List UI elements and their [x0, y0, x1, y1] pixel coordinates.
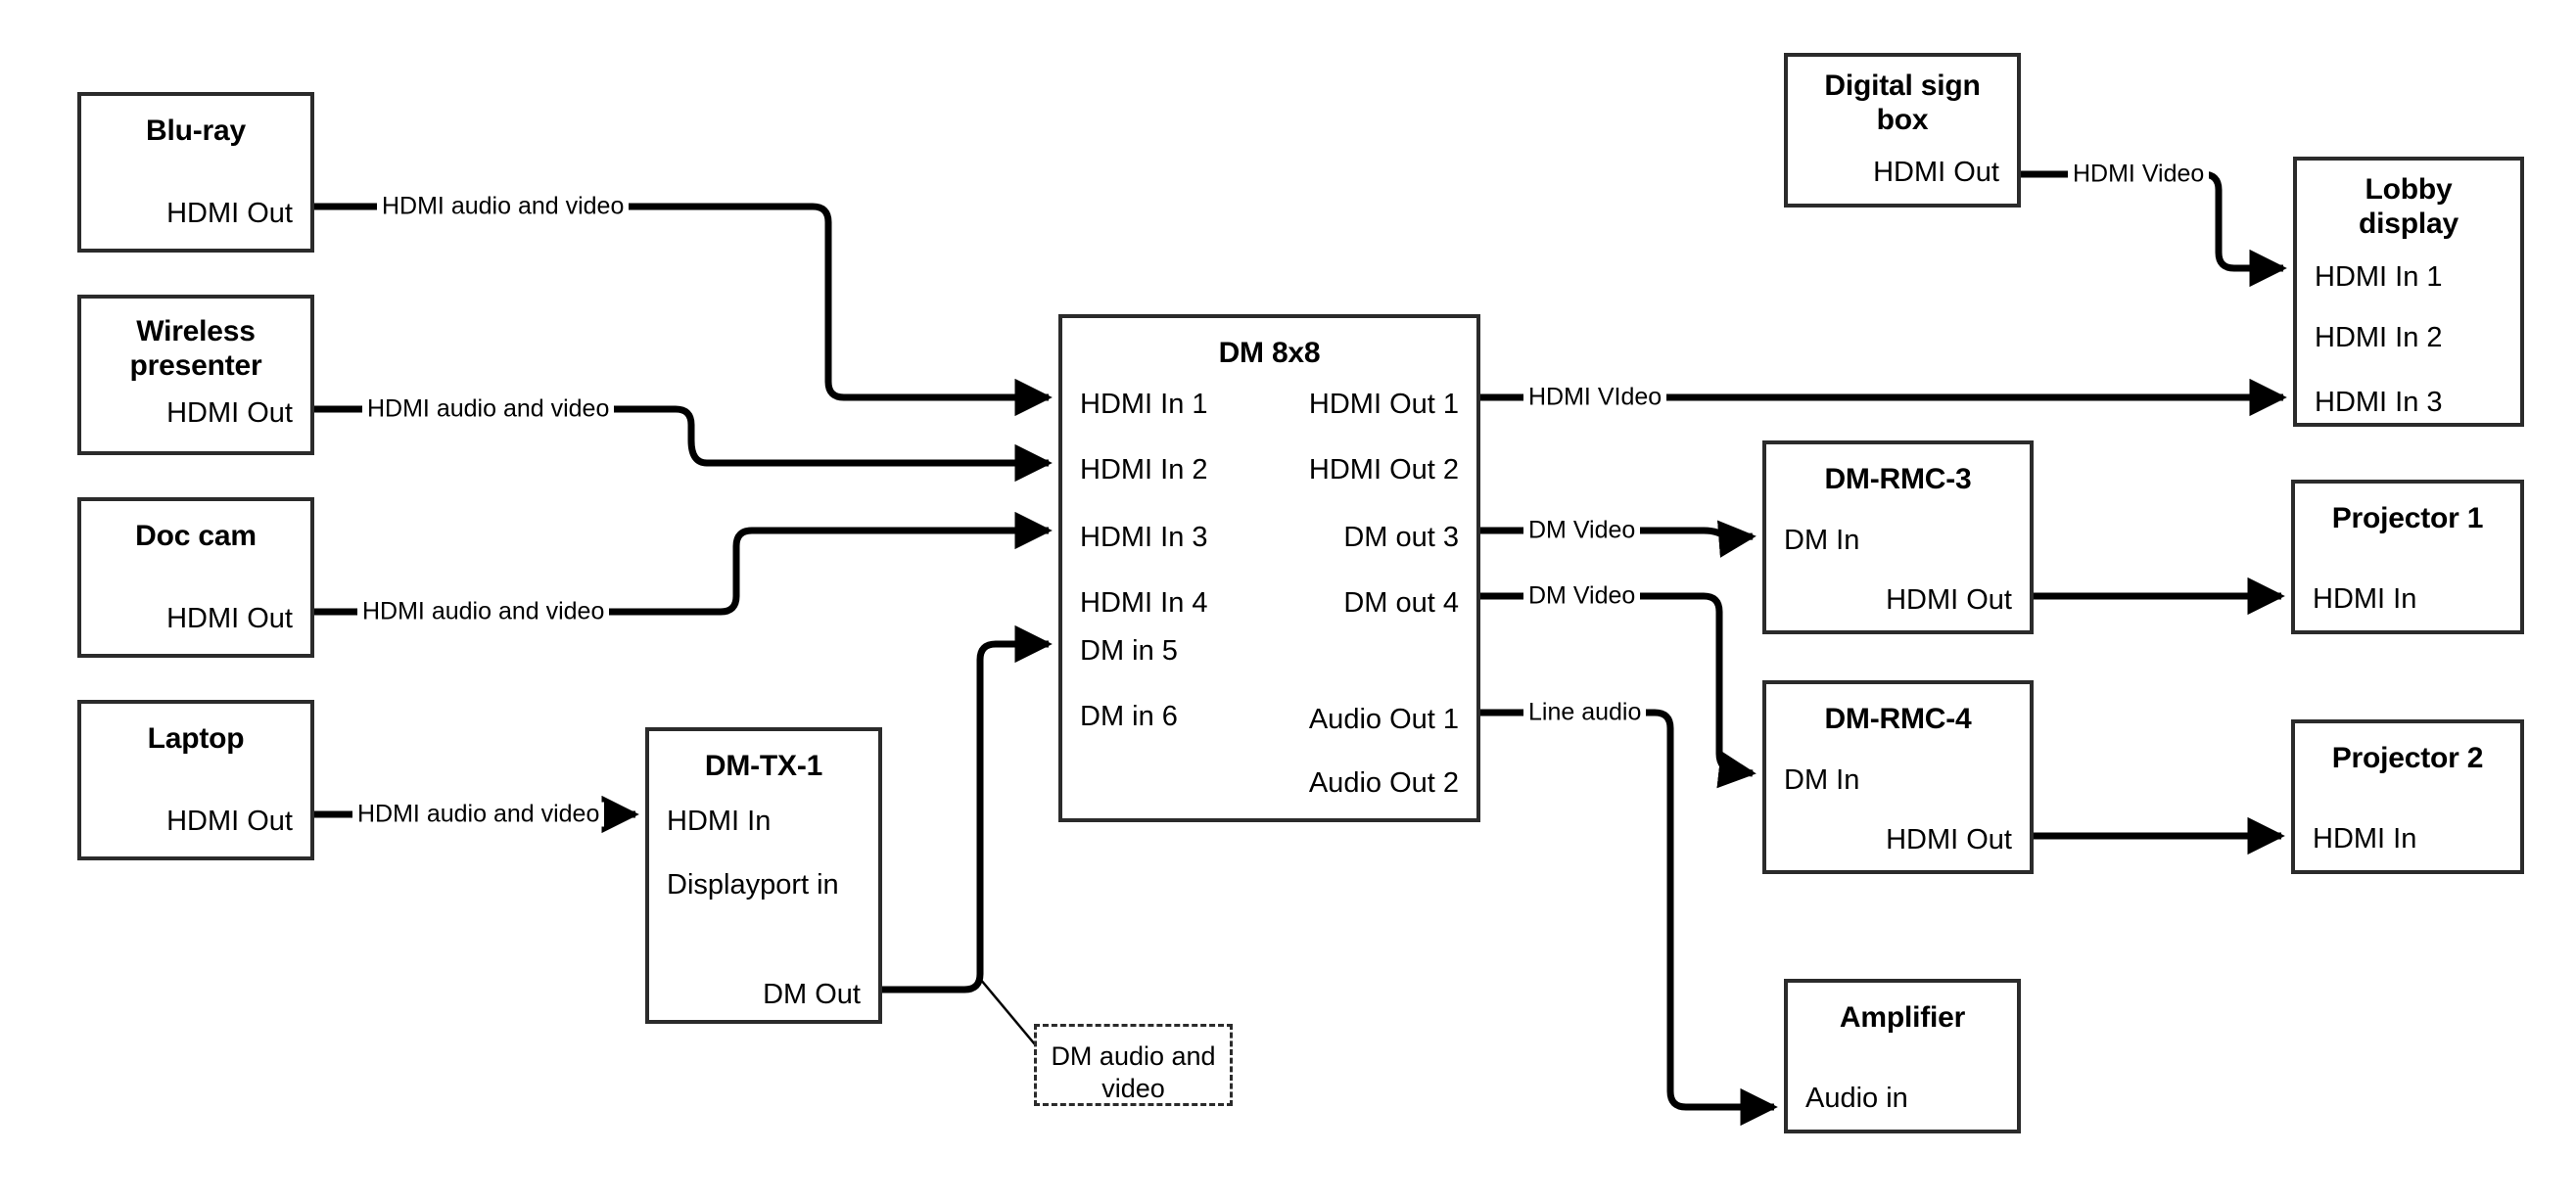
- node-projector-2-port-hdmi-in: HDMI In: [2313, 823, 2417, 855]
- edge-dmtx1-to-dm8x8: [882, 624, 1053, 993]
- node-dm-8x8-port-hdmi-in-3: HDMI In 3: [1080, 522, 1208, 553]
- node-projector-2-title: Projector 2: [2331, 742, 2484, 774]
- node-dm-8x8-port-audio-out-2: Audio Out 2: [1308, 767, 1459, 799]
- node-dm-rmc-4[interactable]: DM-RMC-4 DM In HDMI Out: [1762, 680, 2034, 874]
- node-wireless-presenter-port-hdmi-out: HDMI Out: [166, 397, 293, 429]
- leader-dmnote: [979, 978, 1036, 1045]
- node-projector-1-port-hdmi-in: HDMI In: [2313, 583, 2417, 615]
- node-dm-audio-video-note: DM audio and video: [1034, 1024, 1233, 1106]
- edge-bluray-to-dm8x8: [313, 203, 1053, 417]
- node-dm-8x8-port-hdmi-in-1: HDMI In 1: [1080, 389, 1208, 420]
- node-laptop-port-hdmi-out: HDMI Out: [166, 806, 293, 837]
- node-projector-1-title: Projector 1: [2331, 502, 2484, 534]
- edge-label-dm-out-3: DM Video: [1523, 518, 1641, 543]
- node-projector-1[interactable]: Projector 1 HDMI In: [2291, 480, 2524, 634]
- edge-label-laptop: HDMI audio and video: [352, 802, 605, 827]
- node-lobby-display-port-hdmi-in-2: HDMI In 2: [2315, 322, 2443, 353]
- node-lobby-display-port-hdmi-in-3: HDMI In 3: [2315, 387, 2443, 418]
- node-digital-sign-box-title: Digital sign box: [1824, 69, 1981, 136]
- node-bluray[interactable]: Blu-ray HDMI Out: [77, 92, 314, 253]
- node-wireless-presenter-title: Wireless presenter: [129, 315, 262, 382]
- node-dm-tx-1[interactable]: DM-TX-1 HDMI In Displayport in DM Out: [645, 727, 882, 1024]
- node-amplifier[interactable]: Amplifier Audio in: [1784, 979, 2021, 1133]
- node-doc-cam[interactable]: Doc cam HDMI Out: [77, 497, 314, 658]
- edge-dm8x8-to-dmrmc4: [1480, 592, 1756, 789]
- node-dm-audio-video-note-text: DM audio and video: [1051, 1041, 1216, 1103]
- edge-digitalsign-to-lobby: [2020, 170, 2287, 288]
- node-lobby-display[interactable]: Lobby display HDMI In 1 HDMI In 2 HDMI I…: [2293, 157, 2524, 427]
- edge-label-doccam: HDMI audio and video: [357, 599, 610, 624]
- node-dm-tx-1-title: DM-TX-1: [704, 750, 823, 782]
- node-dm-8x8-port-hdmi-out-1: HDMI Out 1: [1308, 389, 1459, 420]
- node-bluray-title: Blu-ray: [146, 115, 246, 147]
- node-dm-rmc-3[interactable]: DM-RMC-3 DM In HDMI Out: [1762, 440, 2034, 634]
- node-wireless-presenter[interactable]: Wireless presenter HDMI Out: [77, 295, 314, 455]
- edge-label-bluray: HDMI audio and video: [377, 194, 630, 219]
- node-dm-tx-1-port-dm-out: DM Out: [763, 979, 861, 1010]
- node-digital-sign-box[interactable]: Digital sign box HDMI Out: [1784, 53, 2021, 208]
- node-laptop-title: Laptop: [147, 722, 245, 755]
- node-amplifier-title: Amplifier: [1839, 1001, 1966, 1034]
- node-dm-8x8-port-dm-in-5: DM in 5: [1080, 635, 1178, 667]
- edge-label-wireless: HDMI audio and video: [362, 396, 615, 422]
- edge-label-digital-sign: HDMI Video: [2068, 162, 2210, 187]
- node-dm-8x8-port-dm-out-3: DM out 3: [1343, 522, 1459, 553]
- edge-label-dm-out-4: DM Video: [1523, 583, 1641, 609]
- edge-label-hdmi-out-1: HDMI VIdeo: [1523, 385, 1667, 410]
- edge-label-audio-out-1: Line audio: [1523, 700, 1647, 725]
- node-dm-rmc-4-port-dm-in: DM In: [1784, 764, 1860, 796]
- node-dm-rmc-3-port-hdmi-out: HDMI Out: [1886, 584, 2012, 616]
- node-dm-8x8-port-hdmi-out-2: HDMI Out 2: [1308, 454, 1459, 485]
- node-dm-rmc-3-port-dm-in: DM In: [1784, 525, 1860, 556]
- edge-dm8x8-to-amplifier: [1480, 709, 1778, 1127]
- node-dm-tx-1-port-hdmi-in: HDMI In: [667, 806, 772, 837]
- node-lobby-display-port-hdmi-in-1: HDMI In 1: [2315, 261, 2443, 293]
- node-dm-rmc-4-port-hdmi-out: HDMI Out: [1886, 824, 2012, 855]
- node-dm-rmc-4-title: DM-RMC-4: [1824, 703, 1972, 735]
- node-laptop[interactable]: Laptop HDMI Out: [77, 700, 314, 860]
- node-dm-8x8[interactable]: DM 8x8 HDMI In 1 HDMI In 2 HDMI In 3 HDM…: [1058, 314, 1480, 822]
- node-dm-8x8-port-dm-in-6: DM in 6: [1080, 701, 1178, 732]
- node-dm-8x8-port-hdmi-in-2: HDMI In 2: [1080, 454, 1208, 485]
- node-dm-8x8-port-audio-out-1: Audio Out 1: [1308, 704, 1459, 735]
- node-dm-8x8-title: DM 8x8: [1218, 337, 1321, 369]
- node-digital-sign-box-port-hdmi-out: HDMI Out: [1873, 157, 1999, 188]
- node-doc-cam-port-hdmi-out: HDMI Out: [166, 603, 293, 634]
- node-amplifier-port-audio-in: Audio in: [1805, 1083, 1908, 1114]
- node-projector-2[interactable]: Projector 2 HDMI In: [2291, 719, 2524, 874]
- node-bluray-port-hdmi-out: HDMI Out: [166, 198, 293, 229]
- node-dm-rmc-3-title: DM-RMC-3: [1824, 463, 1972, 495]
- node-dm-8x8-port-hdmi-in-4: HDMI In 4: [1080, 587, 1208, 619]
- node-lobby-display-title: Lobby display: [2359, 173, 2459, 240]
- node-dm-tx-1-port-displayport-in: Displayport in: [667, 869, 839, 901]
- node-doc-cam-title: Doc cam: [135, 520, 257, 552]
- node-dm-8x8-port-dm-out-4: DM out 4: [1343, 587, 1459, 619]
